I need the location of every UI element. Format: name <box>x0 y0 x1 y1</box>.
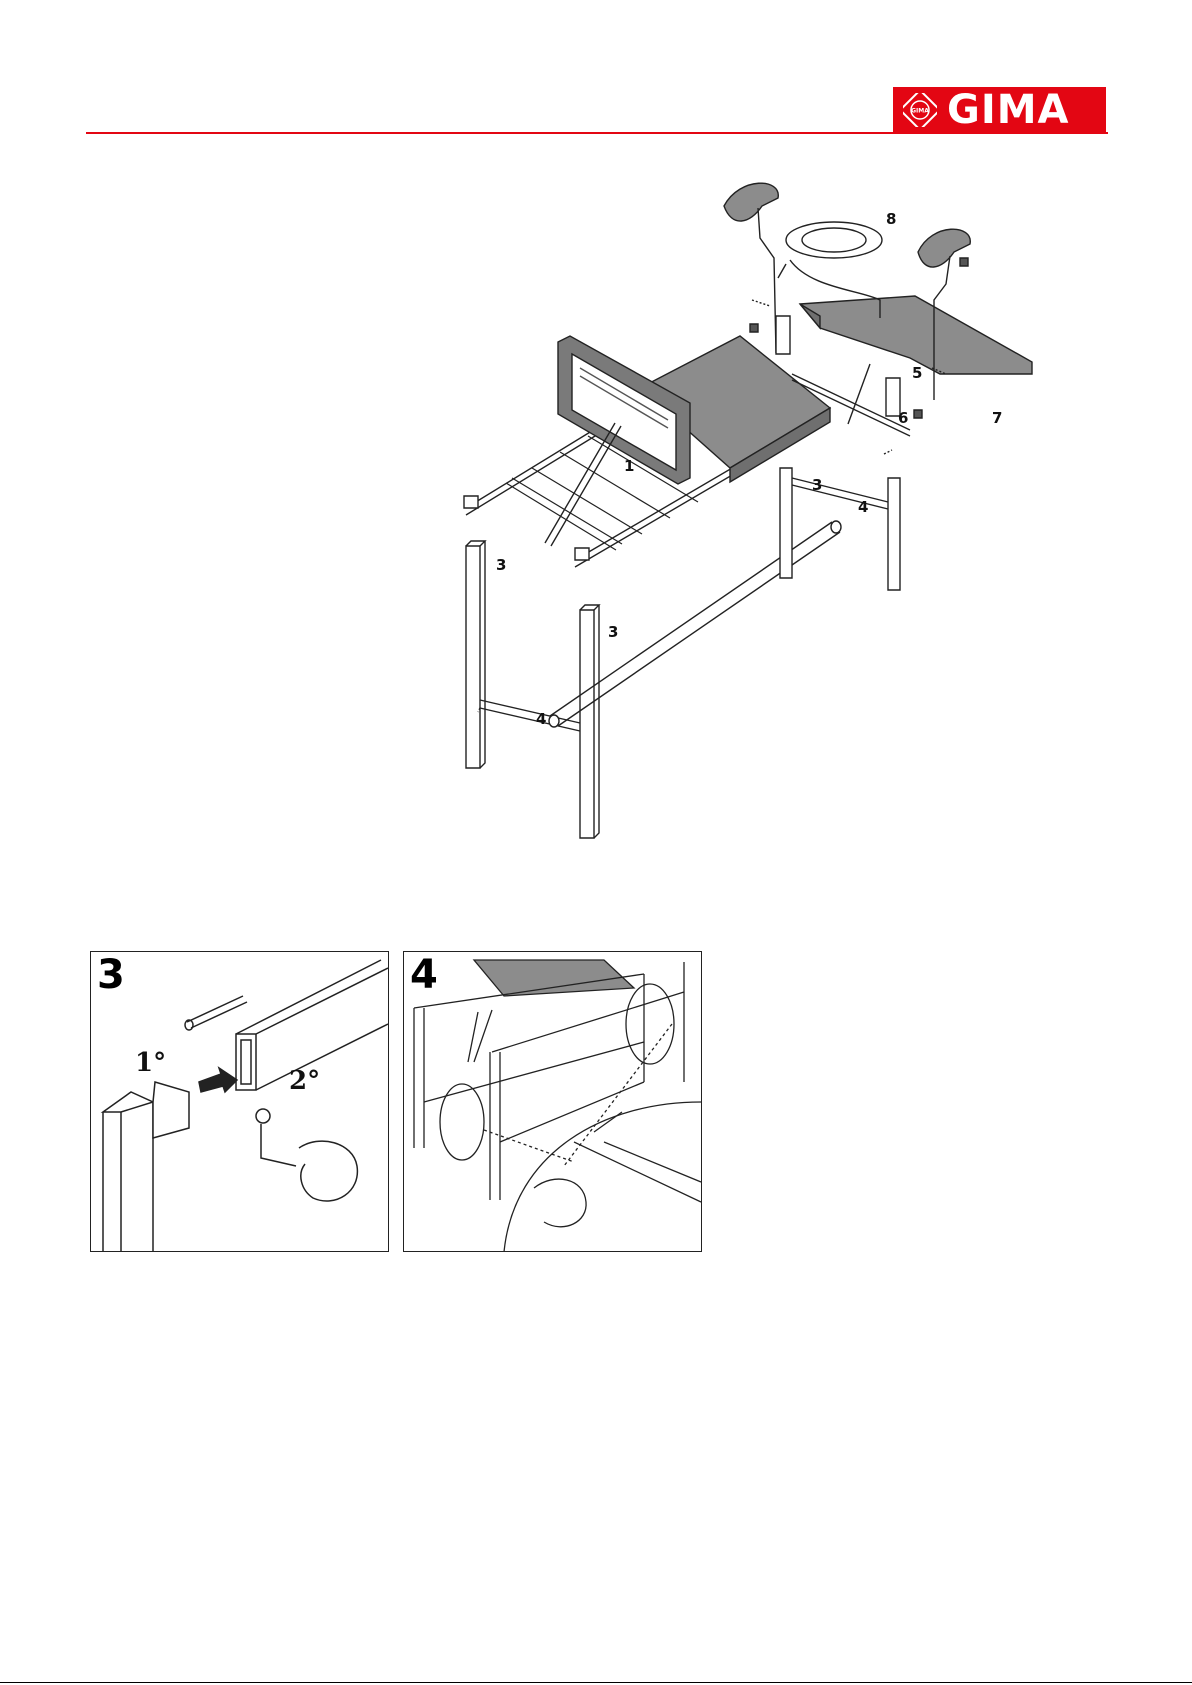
lower-rails <box>424 1042 644 1142</box>
callout-8: 8 <box>886 210 896 228</box>
back-left-leg <box>780 468 792 578</box>
footer-rule <box>0 1682 1192 1683</box>
hand-icon <box>299 1141 357 1201</box>
rail-ends <box>464 496 589 560</box>
hand-icon <box>534 1179 586 1227</box>
panel-4-illustration <box>404 952 701 1251</box>
panel-3-illustration <box>91 952 388 1251</box>
mattress-edge <box>474 960 634 996</box>
step-second-label: 2° <box>289 1066 320 1096</box>
back-lower-rail <box>792 478 888 509</box>
brand-name: GIMA <box>947 87 1069 133</box>
callout-4-front: 4 <box>536 710 546 728</box>
detail-panel-3: 3 1° 2° <box>90 951 389 1252</box>
front-left-leg <box>466 541 485 768</box>
callout-4-back: 4 <box>858 498 868 516</box>
zoom-circle <box>504 1102 701 1251</box>
detail-panel-4: 4 <box>403 951 702 1252</box>
svg-text:GIMA: GIMA <box>911 108 929 115</box>
callout-3-left: 3 <box>496 556 506 574</box>
callout-5: 5 <box>912 364 922 382</box>
front-lower-rail <box>480 700 580 731</box>
leg-post <box>103 1082 189 1251</box>
hex-key-icon <box>256 1109 296 1166</box>
push-arrow-icon <box>199 1068 237 1092</box>
leg-section <box>800 296 1032 374</box>
back-right-leg <box>888 478 900 590</box>
strut <box>468 1010 492 1062</box>
loose-bar <box>187 996 247 1028</box>
front-right-leg <box>580 605 599 838</box>
step-first-label: 1° <box>135 1048 166 1078</box>
callout-3-back: 3 <box>812 476 822 494</box>
brand-logo: GIMA GIMA <box>893 87 1106 133</box>
callout-3-front: 3 <box>608 623 618 641</box>
callout-6: 6 <box>898 409 908 427</box>
legs <box>414 962 684 1200</box>
gima-seal-icon: GIMA <box>903 93 937 127</box>
header-rule <box>86 132 1108 134</box>
callout-7: 7 <box>992 409 1002 427</box>
magnifier-circle-icon <box>626 984 674 1064</box>
left-side-rail <box>466 426 600 515</box>
assembly-diagram: 1 3 3 3 4 4 5 6 7 8 <box>440 178 1120 843</box>
callout-1: 1 <box>624 457 634 475</box>
magnifier-circle-icon <box>440 1084 484 1160</box>
